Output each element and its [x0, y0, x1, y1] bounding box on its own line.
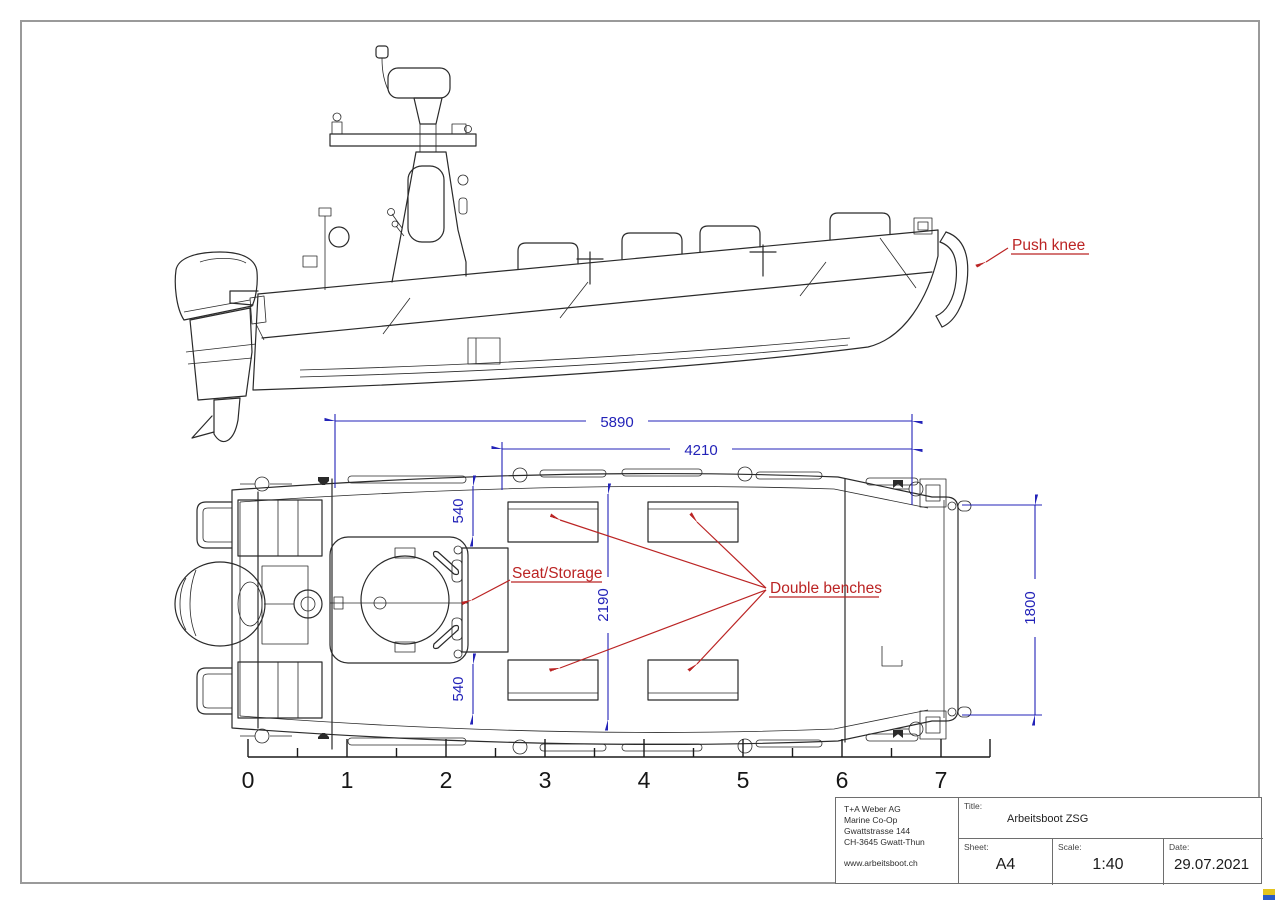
drawing-title: Arbeitsboot ZSG — [1007, 813, 1089, 825]
ruler-label-5: 5 — [737, 767, 750, 793]
sheet-label: Sheet: — [964, 842, 989, 852]
company-website: www.arbeitsboot.ch — [844, 858, 918, 868]
title-block-sheet-cell: Sheet: A4 — [959, 839, 1053, 885]
logo-mark — [1263, 889, 1275, 900]
seat-storage-box — [461, 547, 509, 653]
sheet-border — [20, 20, 1260, 884]
company-line: T+A Weber AG — [844, 804, 901, 814]
outboard-motor-side — [174, 251, 267, 443]
dim-bow-width: 1800 — [1022, 591, 1039, 624]
double-benches — [507, 501, 739, 701]
plan-view: 5890 4210 540 540 2190 1800 — [174, 412, 1044, 755]
logo-yellow-bar — [1263, 889, 1275, 895]
title-block: T+A Weber AG Marine Co-Op Gwattstrasse 1… — [835, 797, 1263, 885]
company-line: Marine Co-Op — [844, 815, 898, 825]
console-plan — [329, 536, 469, 664]
dim-bench-offset-top: 540 — [450, 498, 467, 523]
company-line: Gwattstrasse 144 — [844, 826, 911, 836]
scale-label: Scale: — [1058, 842, 1082, 852]
ruler-label-3: 3 — [539, 767, 552, 793]
dim-bench-span: 2190 — [595, 588, 612, 621]
title-block-scale-cell: Scale: 1:40 — [1053, 839, 1164, 885]
push-knee-fender — [935, 231, 969, 328]
date-value: 29.07.2021 — [1174, 856, 1250, 873]
ruler-label-6: 6 — [836, 767, 849, 793]
plan-annotations: Seat/Storage Double benches — [472, 520, 882, 668]
title-label: Title: — [964, 801, 983, 811]
side-view: Push knee — [174, 45, 1089, 443]
dim-bench-offset-bottom: 540 — [450, 676, 467, 701]
outboard-motor-plan — [174, 561, 323, 647]
company-line: CH-3645 Gwatt-Thun — [844, 837, 925, 847]
sheet-value: A4 — [995, 856, 1016, 873]
dim-overall-length: 5890 — [600, 414, 633, 431]
date-label: Date: — [1169, 842, 1190, 852]
title-block-title-cell: Title: Arbeitsboot ZSG — [959, 798, 1263, 839]
dimension-lines: 5890 4210 540 540 2190 1800 — [335, 412, 1044, 720]
scale-ruler: 0 1 2 3 4 5 6 7 — [242, 739, 991, 793]
annotation-seat-storage: Seat/Storage — [512, 565, 602, 582]
annotation-push-knee: Push knee — [1012, 237, 1085, 254]
annotation-double-benches: Double benches — [770, 580, 882, 597]
title-block-date-cell: Date: 29.07.2021 — [1164, 839, 1263, 885]
ruler-label-2: 2 — [440, 767, 453, 793]
scale-value: 1:40 — [1092, 856, 1124, 873]
ruler-label-1: 1 — [341, 767, 354, 793]
logo-blue-bar — [1263, 894, 1275, 900]
ruler-label-0: 0 — [242, 767, 255, 793]
ruler-label-7: 7 — [935, 767, 948, 793]
ruler-label-4: 4 — [638, 767, 651, 793]
title-block-company: T+A Weber AG Marine Co-Op Gwattstrasse 1… — [836, 798, 959, 883]
dim-cockpit-length: 4210 — [684, 442, 717, 459]
console-mast-side — [329, 45, 477, 283]
